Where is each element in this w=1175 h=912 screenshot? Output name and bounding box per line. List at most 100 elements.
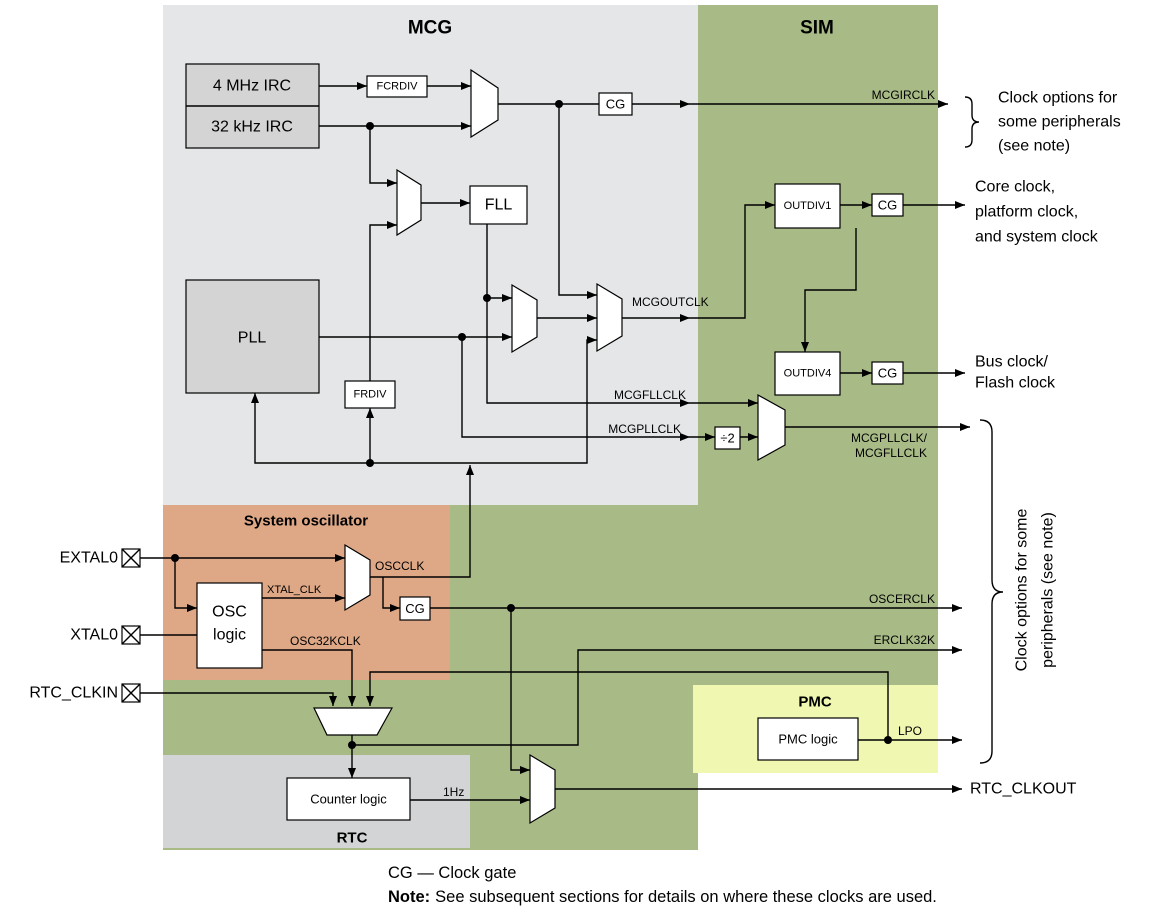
xtal0-label: XTAL0 [70,627,118,644]
cg-mcgirclk: CG [598,92,633,116]
cg-core-clock: CG [871,193,904,217]
osc32kclk-label: OSC32KCLK [290,634,361,648]
svg-text:÷2: ÷2 [720,431,734,446]
wire-irc32-fll-mux [369,126,397,187]
wire-oscerclk-rtc-clkout-mux [510,608,530,774]
pll-fll-select-mux [757,393,786,462]
xtal0-pin-icon [121,625,141,645]
wire-pll-ref [251,393,370,464]
legend-note: Note: See subsequent sections for details… [388,888,937,906]
mcg-region-label: MCG [408,18,452,39]
svg-text:logic: logic [213,627,246,644]
junction-dot [348,741,356,749]
wire-oscclk-mcg [370,465,474,578]
bus-clock-line2: Flash clock [975,375,1056,392]
wire-irc-to-mcgout-mux [558,104,597,299]
core-clock-line3: and system clock [975,229,1099,246]
wire-pll-mcgpllclk [461,337,690,441]
extal0-label: EXTAL0 [60,550,119,567]
peripheral-options-top-line2: some peripherals [998,114,1121,131]
sim-region [698,5,938,685]
irc-block: 4 MHz IRC 32 kHz IRC [185,63,320,149]
junction-dot [507,604,515,612]
peripheral-options-top-line3: (see note) [998,138,1070,155]
rtc-clock-mux [313,707,394,736]
fll-pll-mux [511,283,538,354]
rtc-region-label: RTC [337,830,368,847]
svg-text:PLL: PLL [238,330,267,347]
fll-block: FLL [469,185,528,225]
pll-block: PLL [185,279,320,394]
wire-rtc-clkin [140,692,337,706]
outdiv1-block: OUTDIV1 [774,183,841,229]
wire-oscclk-cg [382,577,400,612]
mcgirclk-label: MCGIRCLK [872,88,935,102]
irc-mux [470,68,499,139]
legend-cg: CG — Clock gate [388,864,516,882]
sim-region-label: SIM [800,18,834,39]
irc32-label: 32 kHz IRC [211,119,293,136]
fcrdiv-block: FCRDIV [366,75,428,98]
outdiv4-block: OUTDIV4 [774,351,841,396]
rtc-clkin-label: RTC_CLKIN [29,685,118,702]
wire-mcgoutclk-outdiv1 [690,201,775,319]
xtal-clk-label: XTAL_CLK [267,584,322,596]
cg-oscerclk: CG [399,596,431,621]
wire-frdiv-fll-mux [369,221,397,381]
svg-text:Counter logic: Counter logic [310,792,387,807]
svg-text:CG: CG [878,366,898,381]
lpo-label: LPO [898,724,922,738]
wire-outdiv1-outdiv4 [801,228,857,352]
svg-text:CG: CG [405,601,425,616]
mcgpllclk-label: MCGPLLCLK [608,422,681,436]
wire-fll-mcgfllclk [486,224,690,407]
wire-extal0-osc-logic [174,558,197,612]
osc-logic-block: OSC logic [196,582,263,669]
mcgoutclk-label: MCGOUTCLK [632,295,709,309]
svg-text:CG: CG [878,198,898,213]
mcgoutclk-mux [596,282,623,353]
counter-logic-block: Counter logic [286,777,411,821]
legend-note-label: Note: [388,888,430,906]
mcgpll-fll-label-line1: MCGPLLCLK/ [851,431,928,445]
svg-text:FRDIV: FRDIV [354,389,388,401]
svg-text:OUTDIV1: OUTDIV1 [784,200,832,212]
wires [140,82,970,804]
cg-bus-clock: CG [871,361,904,385]
junction-dots [171,100,892,749]
oscerclk-label: OSCERCLK [869,592,935,606]
svg-text:OSC: OSC [212,604,247,621]
fll-ref-mux [396,168,422,237]
junction-dot [555,100,563,108]
brace-icon [964,96,980,148]
peripheral-options-top-line1: Clock options for [998,90,1118,107]
rtc-clkin-pin-icon [121,683,141,703]
system-oscillator-region-label: System oscillator [244,513,368,530]
bus-clock-line1: Bus clock/ [975,354,1048,371]
erclk32k-label: ERCLK32K [874,633,935,647]
core-clock-line2: platform clock, [975,204,1078,221]
svg-text:OUTDIV4: OUTDIV4 [784,368,832,380]
wire-ext-ref-mcgout-mux [370,336,597,464]
brace-large-icon [979,419,1004,764]
wire-erclk32k-out [352,646,962,746]
core-clock-line1: Core clock, [975,179,1055,196]
legend-note-text: See subsequent sections for details on w… [435,888,937,906]
irc4-label: 4 MHz IRC [213,78,291,95]
pmc-region-label: PMC [798,694,832,711]
rtc-clkout-label: RTC_CLKOUT [970,781,1077,798]
oscclk-mux [344,543,371,612]
peripheral-options-right-line1: Clock options for some [1014,509,1031,672]
oscclk-label: OSCCLK [375,559,424,573]
junction-dot [483,294,491,302]
wire-lpo-rtc-mux [366,671,889,740]
junction-dot [171,554,179,562]
wire-osc32kclk [262,649,356,706]
mcgfllclk-label: MCGFLLCLK [614,388,686,402]
junction-dot [366,122,374,130]
svg-text:CG: CG [606,97,626,112]
frdiv-block: FRDIV [344,380,396,409]
junction-dot [458,333,466,341]
peripheral-options-right-line2: peripherals (see note) [1040,512,1057,668]
